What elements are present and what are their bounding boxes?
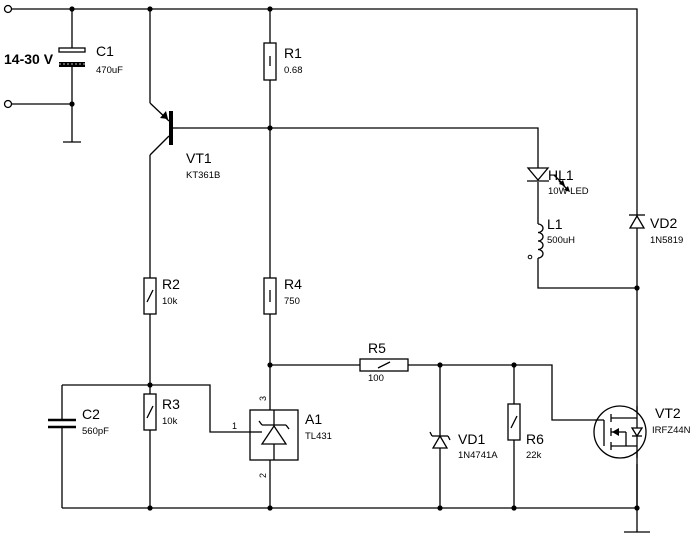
resistor-r3: R3 10k [143,393,180,431]
svg-text:HL1: HL1 [548,167,574,183]
svg-text:R1: R1 [284,45,302,61]
svg-text:IRFZ44N: IRFZ44N [652,425,691,436]
svg-text:VT1: VT1 [186,150,212,166]
mosfet-vt2: VT2 IRFZ44N [593,405,691,459]
supply-terminal-top [3,4,13,14]
svg-text:VT2: VT2 [655,405,681,421]
svg-text:C2: C2 [82,406,100,422]
svg-text:R3: R3 [162,396,180,412]
svg-text:10W LED: 10W LED [548,186,589,197]
transistor-vt1: VT1 KT361B [149,102,220,181]
svg-text:500uH: 500uH [547,235,575,246]
svg-text:22k: 22k [526,450,542,461]
inductor-l1: L1 500uH [527,216,575,260]
svg-text:VD2: VD2 [650,215,677,231]
svg-text:C1: C1 [96,43,114,59]
resistor-r1: R1 0.68 [263,42,303,81]
resistor-r4: R4 750 [263,276,302,315]
capacitor-c2: C2 560pF [48,406,109,437]
svg-text:3: 3 [258,396,268,401]
svg-text:750: 750 [284,296,300,307]
led-hl1: HL1 10W LED [526,167,589,197]
svg-text:1: 1 [232,421,237,431]
resistor-r2: R2 10k [143,276,180,315]
svg-text:10k: 10k [162,416,178,427]
svg-text:R6: R6 [526,431,544,447]
svg-text:R2: R2 [162,276,180,292]
svg-text:470uF: 470uF [96,65,123,76]
svg-text:10k: 10k [162,296,178,307]
capacitor-c1: C1 470uF [58,43,123,76]
svg-text:1N5819: 1N5819 [650,235,683,246]
svg-text:R5: R5 [368,340,386,356]
supply-voltage-label: 14-30 V [4,51,54,67]
supply-terminal-bottom [3,99,13,109]
junction-dots [69,6,640,511]
svg-text:560pF: 560pF [82,426,109,437]
svg-text:0.68: 0.68 [284,65,303,76]
svg-text:100: 100 [368,373,384,384]
svg-text:KT361B: KT361B [186,170,220,181]
svg-text:1N4741A: 1N4741A [458,450,498,461]
shunt-regulator-a1: 3 1 2 A1 TL431 [232,396,332,478]
resistor-r5: R5 100 [359,340,409,384]
resistor-r6: R6 22k [507,403,544,461]
svg-text:L1: L1 [547,216,563,232]
zener-diode-vd1: VD1 1N4741A [429,431,498,461]
diode-vd2: VD2 1N5819 [628,214,683,246]
svg-text:VD1: VD1 [458,431,485,447]
svg-text:2: 2 [258,473,268,478]
svg-text:R4: R4 [284,276,302,292]
wiring [10,8,650,533]
svg-text:TL431: TL431 [305,431,332,442]
svg-text:A1: A1 [305,411,322,427]
